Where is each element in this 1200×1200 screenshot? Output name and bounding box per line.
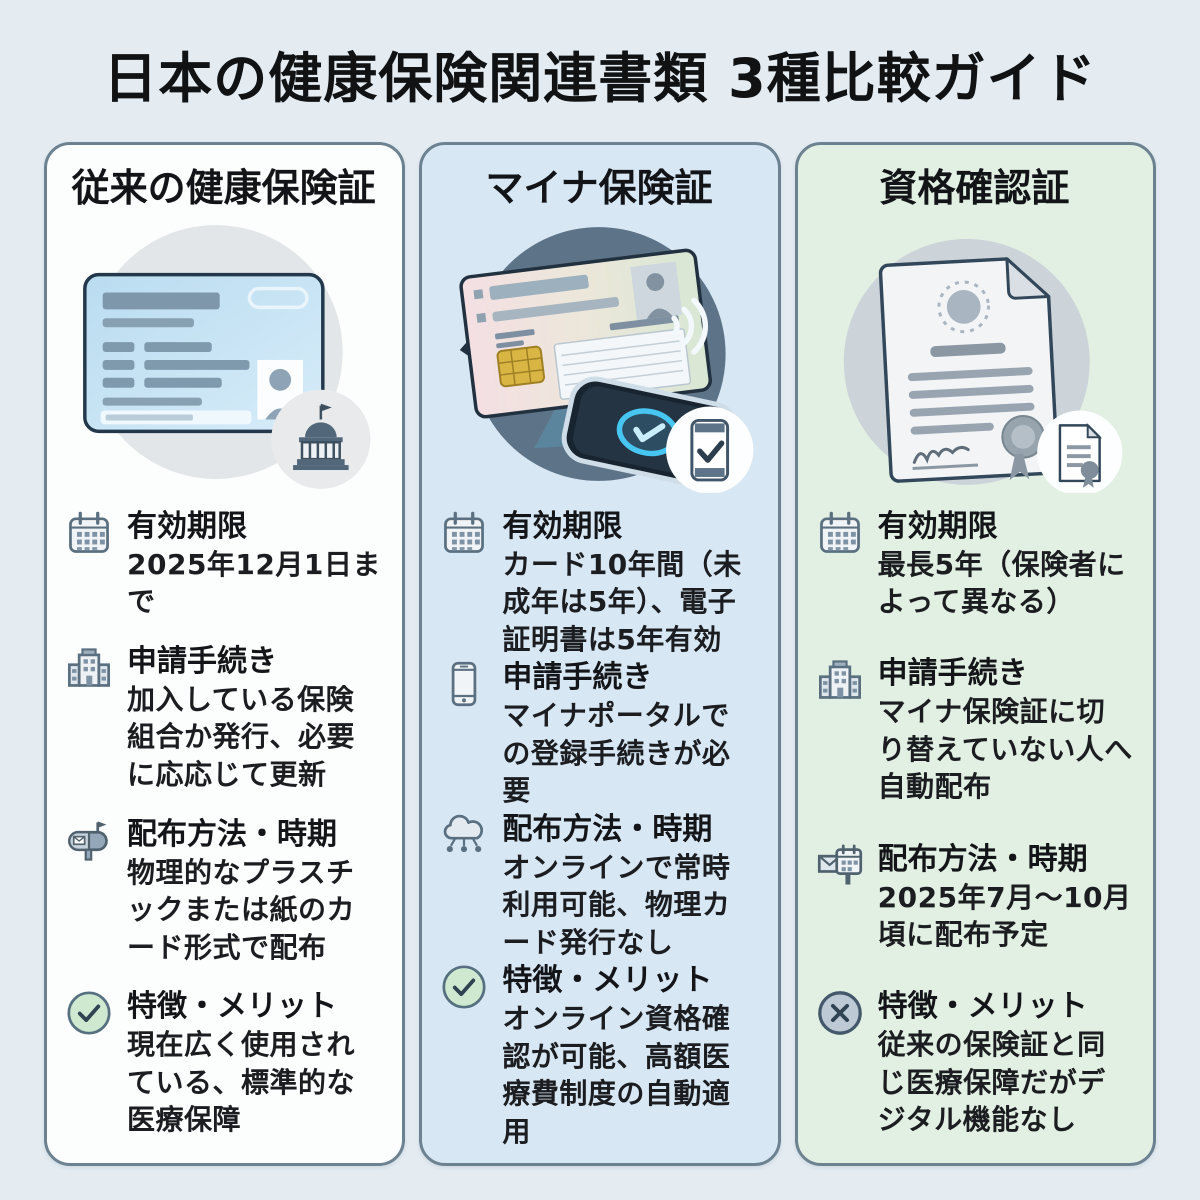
card-traditional-insurance: 従来の健康保険証 有効期限 2025年12月1日まで 申請手続き 加入している保… <box>44 142 406 1166</box>
section-heading: 申請手続き <box>127 643 277 679</box>
section-distribution: 配布方法・時期 物理的なプラスチックまたは紙のカード形式で配布 <box>65 815 382 967</box>
page-title: 日本の健康保険関連書類 3種比較ガイド <box>103 47 1097 110</box>
section-heading: 特徴・メリット <box>127 989 337 1025</box>
section-heading: 有効期限 <box>877 508 998 544</box>
myna-card-smartphone-illustration <box>440 215 757 493</box>
section-merit: 特徴・メリット 現在広く使用されている、標準的な医療保障 <box>65 987 382 1139</box>
section-expiry: 有効期限 カード10年間（未成年は5年）、電子証明書は5年有効 <box>440 507 757 659</box>
smartphone-icon <box>440 658 490 708</box>
section-body: 従来の保険証と同じ医療保障だがデジタル機能なし <box>877 1028 1106 1137</box>
section-distribution: 配布方法・時期 オンラインで常時利用可能、物理カード発行なし <box>440 810 757 962</box>
check-circle-icon <box>65 987 115 1037</box>
cloud-network-icon <box>440 810 490 860</box>
section-expiry: 有効期限 2025年12月1日まで <box>65 507 382 621</box>
card-title: 従来の健康保険証 <box>71 166 376 210</box>
section-body: 加入している保険組合か発行、必要に応応じて更新 <box>127 682 356 791</box>
section-body: 現在広く使用されている、標準的な医療保障 <box>127 1028 356 1137</box>
mail-calendar-icon <box>816 840 866 890</box>
certificate-illustration <box>816 215 1133 493</box>
section-body: マイナ保険証に切り替えていない人へ自動配布 <box>877 695 1133 804</box>
section-heading: 有効期限 <box>502 508 623 544</box>
section-heading: 配布方法・時期 <box>502 811 713 847</box>
section-body: オンライン資格確認が可能、高額医療費制度の自動適用 <box>502 1002 731 1148</box>
calendar-icon <box>440 507 490 557</box>
calendar-icon <box>65 507 115 557</box>
section-heading: 申請手続き <box>502 660 653 696</box>
section-expiry: 有効期限 最長5年（保険者によって異なる） <box>816 507 1133 621</box>
section-heading: 特徴・メリット <box>502 963 713 999</box>
check-circle-icon <box>440 961 490 1011</box>
building-icon <box>816 654 866 704</box>
calendar-icon <box>816 507 866 557</box>
section-heading: 申請手続き <box>877 656 1028 692</box>
section-body: オンラインで常時利用可能、物理カード発行なし <box>502 850 731 959</box>
section-body: 2025年7月～10月頃に配布予定 <box>877 880 1132 952</box>
card-sections: 有効期限 最長5年（保険者によって異なる） 申請手続き マイナ保険証に切り替えて… <box>816 493 1133 1139</box>
card-sections: 有効期限 カード10年間（未成年は5年）、電子証明書は5年有効 申請手続き マイ… <box>440 493 757 1151</box>
comparison-columns: 従来の健康保険証 有効期限 2025年12月1日まで 申請手続き 加入している保… <box>44 142 1156 1166</box>
card-title: マイナ保険証 <box>485 166 713 210</box>
section-heading: 有効期限 <box>127 508 247 544</box>
building-icon <box>65 642 115 692</box>
section-application: 申請手続き マイナ保険証に切り替えていない人へ自動配布 <box>816 654 1133 806</box>
section-body: 最長5年（保険者によって異なる） <box>877 547 1126 619</box>
section-merit: 特徴・メリット 従来の保険証と同じ医療保障だがデジタル機能なし <box>816 987 1133 1139</box>
section-body: カード10年間（未成年は5年）、電子証明書は5年有効 <box>502 547 742 656</box>
section-body: 2025年12月1日まで <box>127 547 381 619</box>
card-sections: 有効期限 2025年12月1日まで 申請手続き 加入している保険組合か発行、必要… <box>65 493 382 1139</box>
section-heading: 配布方法・時期 <box>877 841 1088 877</box>
section-heading: 特徴・メリット <box>877 989 1088 1025</box>
card-myna-insurance: マイナ保険証 有効期限 カード10年間（未成年は5年）、電子証明書は5年有効 申… <box>419 142 781 1166</box>
section-application: 申請手続き 加入している保険組合か発行、必要に応応じて更新 <box>65 642 382 794</box>
section-merit: 特徴・メリット オンライン資格確認が可能、高額医療費制度の自動適用 <box>440 961 757 1150</box>
section-application: 申請手続き マイナポータルでの登録手続きが必要 <box>440 658 757 810</box>
section-body: 物理的なプラスチックまたは紙のカード形式で配布 <box>127 855 356 964</box>
mailbox-icon <box>65 815 115 865</box>
section-distribution: 配布方法・時期 2025年7月～10月頃に配布予定 <box>816 840 1133 954</box>
card-title: 資格確認証 <box>879 166 1070 210</box>
section-body: マイナポータルでの登録手続きが必要 <box>502 699 731 808</box>
card-qualification-certificate: 資格確認証 有効期限 最長5年（保険者によって異なる） 申請手続き マイナ保険証… <box>794 142 1156 1166</box>
x-circle-icon <box>816 987 866 1037</box>
health-insurance-card-illustration <box>65 215 382 493</box>
section-heading: 配布方法・時期 <box>127 816 337 852</box>
